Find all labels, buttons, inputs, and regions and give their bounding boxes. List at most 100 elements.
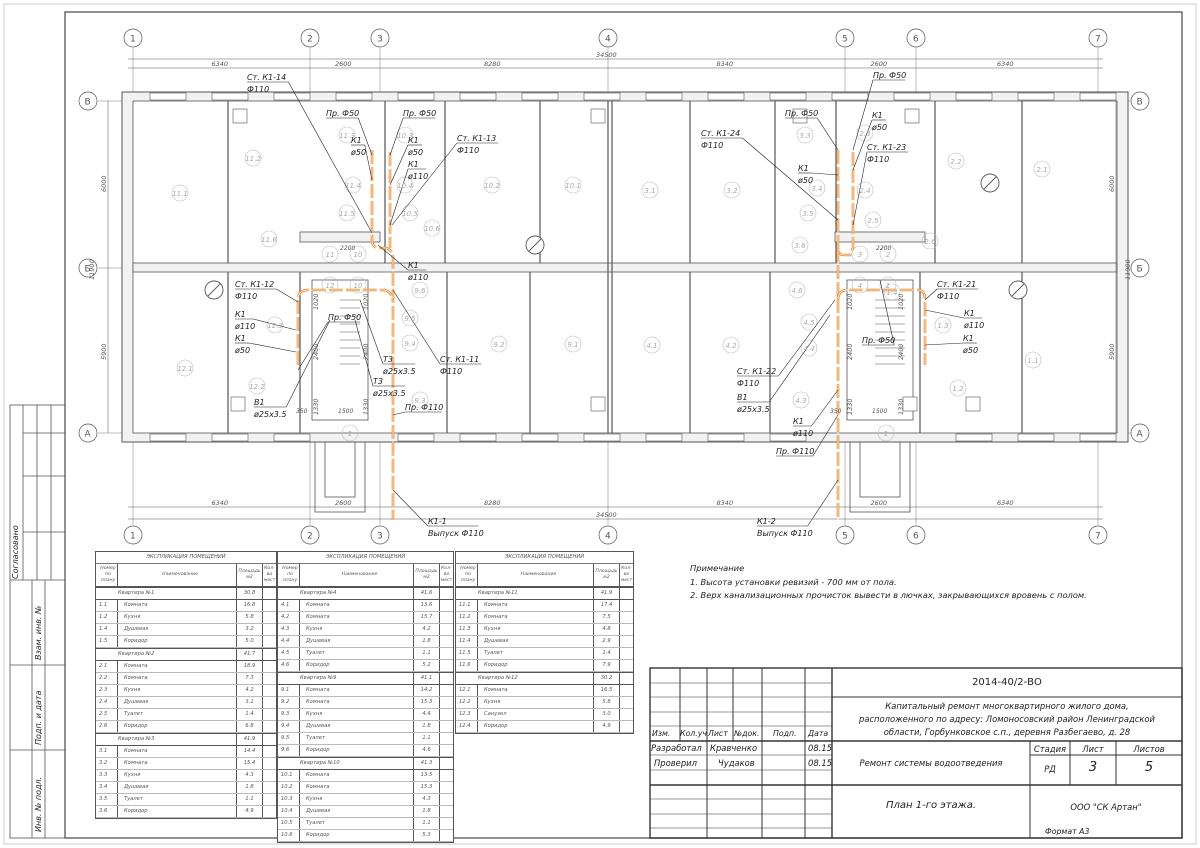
sheet-value: 3: [1088, 760, 1098, 775]
room-number-circle: [401, 309, 419, 327]
axis-label-Б: Б: [85, 265, 91, 275]
room-number: 3.5: [802, 210, 814, 218]
window: [149, 433, 187, 442]
room-number: 4.2: [725, 342, 737, 350]
dimension-total: 34500: [596, 51, 617, 59]
room-number: 11.6: [456, 660, 478, 671]
leader-line: [276, 288, 299, 303]
dimension-total: 34500: [596, 511, 617, 519]
room-area: 1.1: [237, 794, 263, 805]
leader-line: [364, 144, 373, 181]
room-number-circle: [796, 126, 814, 144]
paper-format: Формат А3: [1045, 827, 1090, 836]
room-number: 2.6: [924, 238, 936, 246]
axis-bubble: [78, 91, 98, 111]
annotation-label: В1: [737, 393, 748, 402]
room-area: 18.9: [237, 661, 263, 672]
room-number: 2.5: [867, 217, 879, 225]
room-number: 4.1: [646, 342, 657, 350]
room-number-circle: [341, 424, 359, 442]
room-area: 13.5: [414, 770, 440, 781]
room-area: 4.3: [237, 770, 263, 781]
replace-inv-label: Взам. инв. №: [34, 605, 43, 660]
annotation-label: Пр. Ф50: [328, 313, 361, 322]
annotation-label: Ст. К1-12: [235, 280, 274, 289]
room-name: Туалет: [300, 818, 414, 829]
room-number-circle: [800, 339, 818, 357]
room-area: 4.9: [237, 806, 263, 817]
leader-line: [288, 81, 373, 234]
room-places: [440, 648, 453, 659]
room-number-circle: [411, 391, 429, 409]
room-number: 2.2: [950, 158, 962, 166]
apartment-name: Квартира №12: [478, 673, 594, 684]
room-area: 5.8: [237, 612, 263, 623]
stair-core: [311, 279, 369, 421]
room-places: [620, 709, 633, 720]
dimension-left: 6000: [100, 175, 108, 192]
sanitary-fixture: [792, 108, 808, 124]
room-number: 9.1: [278, 685, 300, 696]
room-number-circle: [401, 204, 419, 222]
room-area: 16.5: [594, 685, 620, 696]
document-code: 2014-40/2-ВО: [972, 677, 1042, 688]
room-number-circle: [564, 176, 582, 194]
cell: [96, 588, 118, 599]
room-number-circle: [401, 334, 419, 352]
room-area: 4.3: [414, 794, 440, 805]
room-number: 9.4: [404, 340, 415, 348]
room-name: Коридор: [300, 745, 414, 756]
room-number-circle: [349, 276, 367, 294]
window: [583, 92, 621, 101]
room-number-circle: [266, 316, 284, 334]
window: [1017, 433, 1055, 442]
annotation-spec: ø110: [234, 322, 255, 331]
room-number-circle: [1033, 160, 1051, 178]
leader-line: [807, 479, 839, 527]
annotation-spec: ø50: [871, 123, 887, 132]
annotation-label: В1: [254, 398, 265, 407]
room-area: 4.6: [414, 745, 440, 756]
room-places: [440, 770, 453, 781]
room-area: 1.8: [414, 806, 440, 817]
annotation-label: Ст. К1-21: [937, 280, 976, 289]
column-header: Наименование: [300, 564, 414, 586]
dimension-6340: 6340: [997, 60, 1014, 68]
room-number-circle: [423, 219, 441, 237]
room-number: 2.4: [859, 187, 870, 195]
axis-bubble: [123, 28, 143, 48]
room-number: 10.6: [278, 830, 300, 841]
room-area: 7.9: [594, 660, 620, 671]
room-number: 3.6: [794, 242, 806, 250]
room-number: 10.4: [397, 182, 413, 190]
window: [583, 433, 621, 442]
room-places: [440, 612, 453, 623]
room-number: 3.4: [811, 185, 822, 193]
axis-label-В: В: [1137, 98, 1143, 108]
room-number: 11.1: [456, 600, 478, 611]
room-places: [263, 770, 276, 781]
cell: [440, 673, 453, 684]
window: [1079, 433, 1117, 442]
annotation-spec: ø110: [792, 429, 813, 438]
agreed-label: Согласовано: [11, 525, 20, 579]
room-area: 4.2: [237, 685, 263, 696]
column-header: Кол-во мест: [440, 566, 453, 583]
room-number-circle: [248, 377, 266, 395]
room-number: 1.4: [96, 624, 118, 635]
note-1: 1. Высота установки ревизий - 700 мм от …: [690, 576, 897, 587]
room-number: 4.2: [278, 612, 300, 623]
dimension-right: 6000: [1108, 175, 1116, 192]
